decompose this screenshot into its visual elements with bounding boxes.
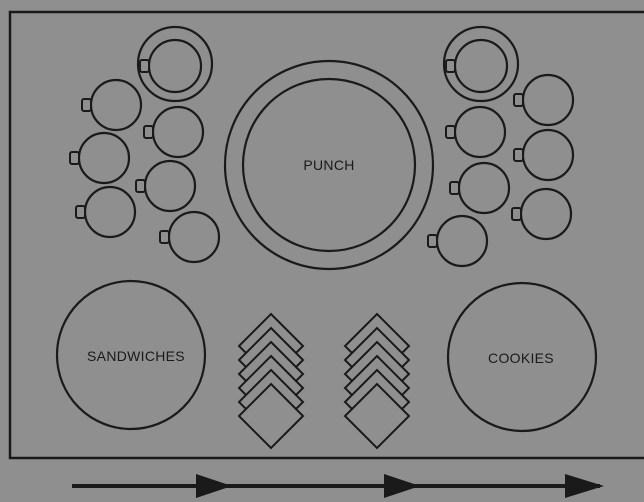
cup: [144, 107, 203, 157]
cup: [514, 130, 573, 180]
napkin-stack-left: [239, 314, 303, 448]
napkin-stacks: [239, 314, 409, 448]
sandwiches-plate: SANDWICHES: [57, 281, 205, 429]
cup: [76, 187, 135, 237]
cup: [160, 212, 219, 262]
cup: [140, 40, 201, 92]
cup: [450, 163, 509, 213]
cup: [446, 40, 507, 92]
cookies-plate: COOKIES: [448, 283, 596, 431]
sandwiches-label: SANDWICHES: [87, 348, 185, 364]
cup: [514, 75, 573, 125]
serving-line-arrow: [72, 474, 604, 498]
cookies-label: COOKIES: [488, 350, 554, 366]
cup: [512, 189, 571, 239]
cup: [82, 80, 141, 130]
napkin-stack-right: [345, 314, 409, 448]
punch-bowl: PUNCH: [225, 61, 433, 269]
punch-label: PUNCH: [303, 157, 354, 173]
cup: [136, 161, 195, 211]
cups-group: [70, 40, 573, 266]
cup: [428, 216, 487, 266]
cup: [446, 107, 505, 157]
cup: [70, 133, 129, 183]
